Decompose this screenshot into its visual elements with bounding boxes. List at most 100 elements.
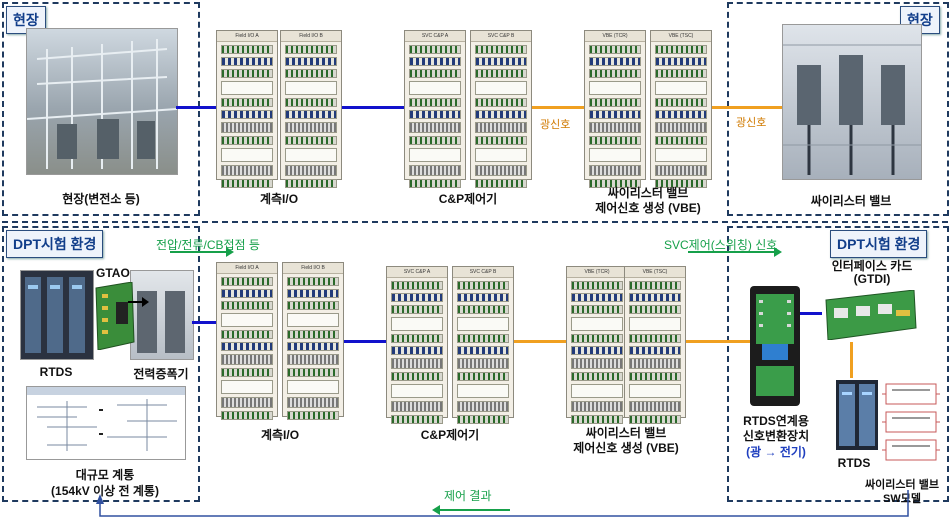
- fiber-cp-to-vbe-bottom: [514, 340, 566, 343]
- power-amplifier-photo: [130, 270, 194, 360]
- cabinet-module: [285, 165, 337, 176]
- cabinet-title: Field I/O A: [217, 263, 277, 274]
- cabinet-module: [285, 57, 337, 66]
- cabinet-module: [571, 317, 623, 331]
- cabinet-title: VBE (TSC): [625, 267, 685, 278]
- vbe-label-top-1: 싸이리스터 밸브: [607, 186, 689, 200]
- interface-card: [822, 289, 918, 341]
- cabinet-module: [629, 346, 681, 355]
- interface-label-1: 인터페이스 카드: [831, 259, 913, 273]
- cabinet-module: [409, 179, 461, 188]
- cabinet-module: [457, 334, 509, 343]
- cabinet-module: [409, 110, 461, 119]
- cabinet-module: [589, 69, 641, 78]
- cabinet-module: [457, 293, 509, 302]
- cabinet-module: [409, 57, 461, 66]
- cabinet-module: [589, 122, 641, 133]
- cabinet-module: [221, 69, 273, 78]
- cabinet-module: [409, 122, 461, 133]
- cabinet-module: [457, 317, 509, 331]
- divider-line: [2, 221, 948, 223]
- cabinet-module: [457, 372, 509, 381]
- cabinet-module: [589, 179, 641, 188]
- cabinet-module: [457, 305, 509, 314]
- cabinet-vbe-tcr-bottom: VBE (TCR): [566, 266, 628, 424]
- cabinet-module: [285, 136, 337, 145]
- cabinet-module: [589, 148, 641, 162]
- cabinet-module: [457, 401, 509, 412]
- cabinet-title: VBE (TCR): [567, 267, 627, 278]
- cabinet-module: [287, 301, 339, 310]
- substation-illustration: [27, 39, 177, 169]
- cabinet-module: [391, 317, 443, 331]
- cabinet-module: [475, 148, 527, 162]
- cabinet-module: [457, 281, 509, 290]
- cabinet-title: Field I/O A: [217, 31, 277, 42]
- valve-sw-label-1: 싸이리스터 밸브: [865, 479, 939, 491]
- link-io-to-cp-top: [342, 106, 404, 109]
- cabinet-svc-cp-b: SVC C&P B: [470, 30, 532, 188]
- cabinet-module: [391, 334, 443, 343]
- link-amp-to-io: [192, 321, 216, 324]
- cabinet-module: [629, 372, 681, 381]
- cabinet-module: [391, 372, 443, 381]
- cabinet-module: [655, 69, 707, 78]
- gtao-label: GTAO: [96, 266, 130, 280]
- cabinet-module: [221, 179, 273, 188]
- cabinet-module: [391, 415, 443, 424]
- converter-illustration: [750, 286, 800, 406]
- cabinet-module: [475, 69, 527, 78]
- cabinet-module: [409, 136, 461, 145]
- vbe-label-bottom-1: 싸이리스터 밸브: [585, 426, 667, 440]
- cabinet-module: [655, 179, 707, 188]
- cabinet-module: [589, 57, 641, 66]
- fiber-vbe-to-converter: [686, 340, 750, 343]
- rtds-photo: [20, 270, 94, 360]
- result-feedback-line: [96, 490, 909, 517]
- cabinet-module: [285, 98, 337, 107]
- valve-sw-label-2: SW모델: [883, 493, 921, 505]
- cabinet-field-io-b-bottom: Field I/O B: [282, 262, 344, 420]
- signal-in-label: 전압/전류/CB접점 등: [156, 238, 260, 252]
- dpt-tag-right: DPT시험 환경: [830, 230, 928, 258]
- cabinet-module: [221, 380, 273, 394]
- cabinet-module: [285, 148, 337, 162]
- cabinet-module: [629, 384, 681, 398]
- svc-signal-label: SVC제어(스위칭) 신호: [664, 238, 778, 252]
- measure-io-label-bottom: 계측I/O: [260, 428, 300, 442]
- grid-label-1: 대규모 계통: [75, 468, 135, 482]
- signal-converter-device: [750, 286, 800, 406]
- cabinet-module: [457, 415, 509, 424]
- cabinet-module: [409, 165, 461, 176]
- cabinet-module: [287, 380, 339, 394]
- grid-model-illustration: [27, 387, 185, 451]
- cabinet-module: [221, 57, 273, 66]
- cabinet-module: [287, 411, 339, 420]
- cabinet-module: [571, 334, 623, 343]
- cabinet-module: [571, 305, 623, 314]
- cabinet-vbe-tsc: VBE (TSC): [650, 30, 712, 188]
- cabinet-vbe-tsc-bottom: VBE (TSC): [624, 266, 686, 424]
- grid-label-2: (154kV 이상 전 계통): [51, 484, 159, 498]
- amplifier-label: 전력증폭기: [133, 367, 189, 381]
- cabinet-module: [287, 354, 339, 365]
- cabinet-module: [457, 358, 509, 369]
- cabinet-title: VBE (TSC): [651, 31, 711, 42]
- cabinet-module: [571, 384, 623, 398]
- cabinet-module: [629, 317, 681, 331]
- site-frame-right: [727, 2, 949, 216]
- cabinet-module: [285, 45, 337, 54]
- link-site-to-io: [176, 106, 216, 109]
- link-interface-to-rtds: [850, 342, 853, 378]
- cabinet-module: [475, 122, 527, 133]
- svc-signal-arrow: [688, 247, 782, 257]
- gtao-arrow: [128, 297, 149, 307]
- cabinet-module: [221, 165, 273, 176]
- cabinet-title: Field I/O B: [283, 263, 343, 274]
- cabinet-module: [571, 358, 623, 369]
- cabinet-module: [475, 110, 527, 119]
- cabinet-module: [391, 281, 443, 290]
- cp-controller-label-bottom: C&P제어기: [420, 428, 480, 442]
- amplifier-illustration: [137, 291, 185, 353]
- cabinet-module: [655, 81, 707, 95]
